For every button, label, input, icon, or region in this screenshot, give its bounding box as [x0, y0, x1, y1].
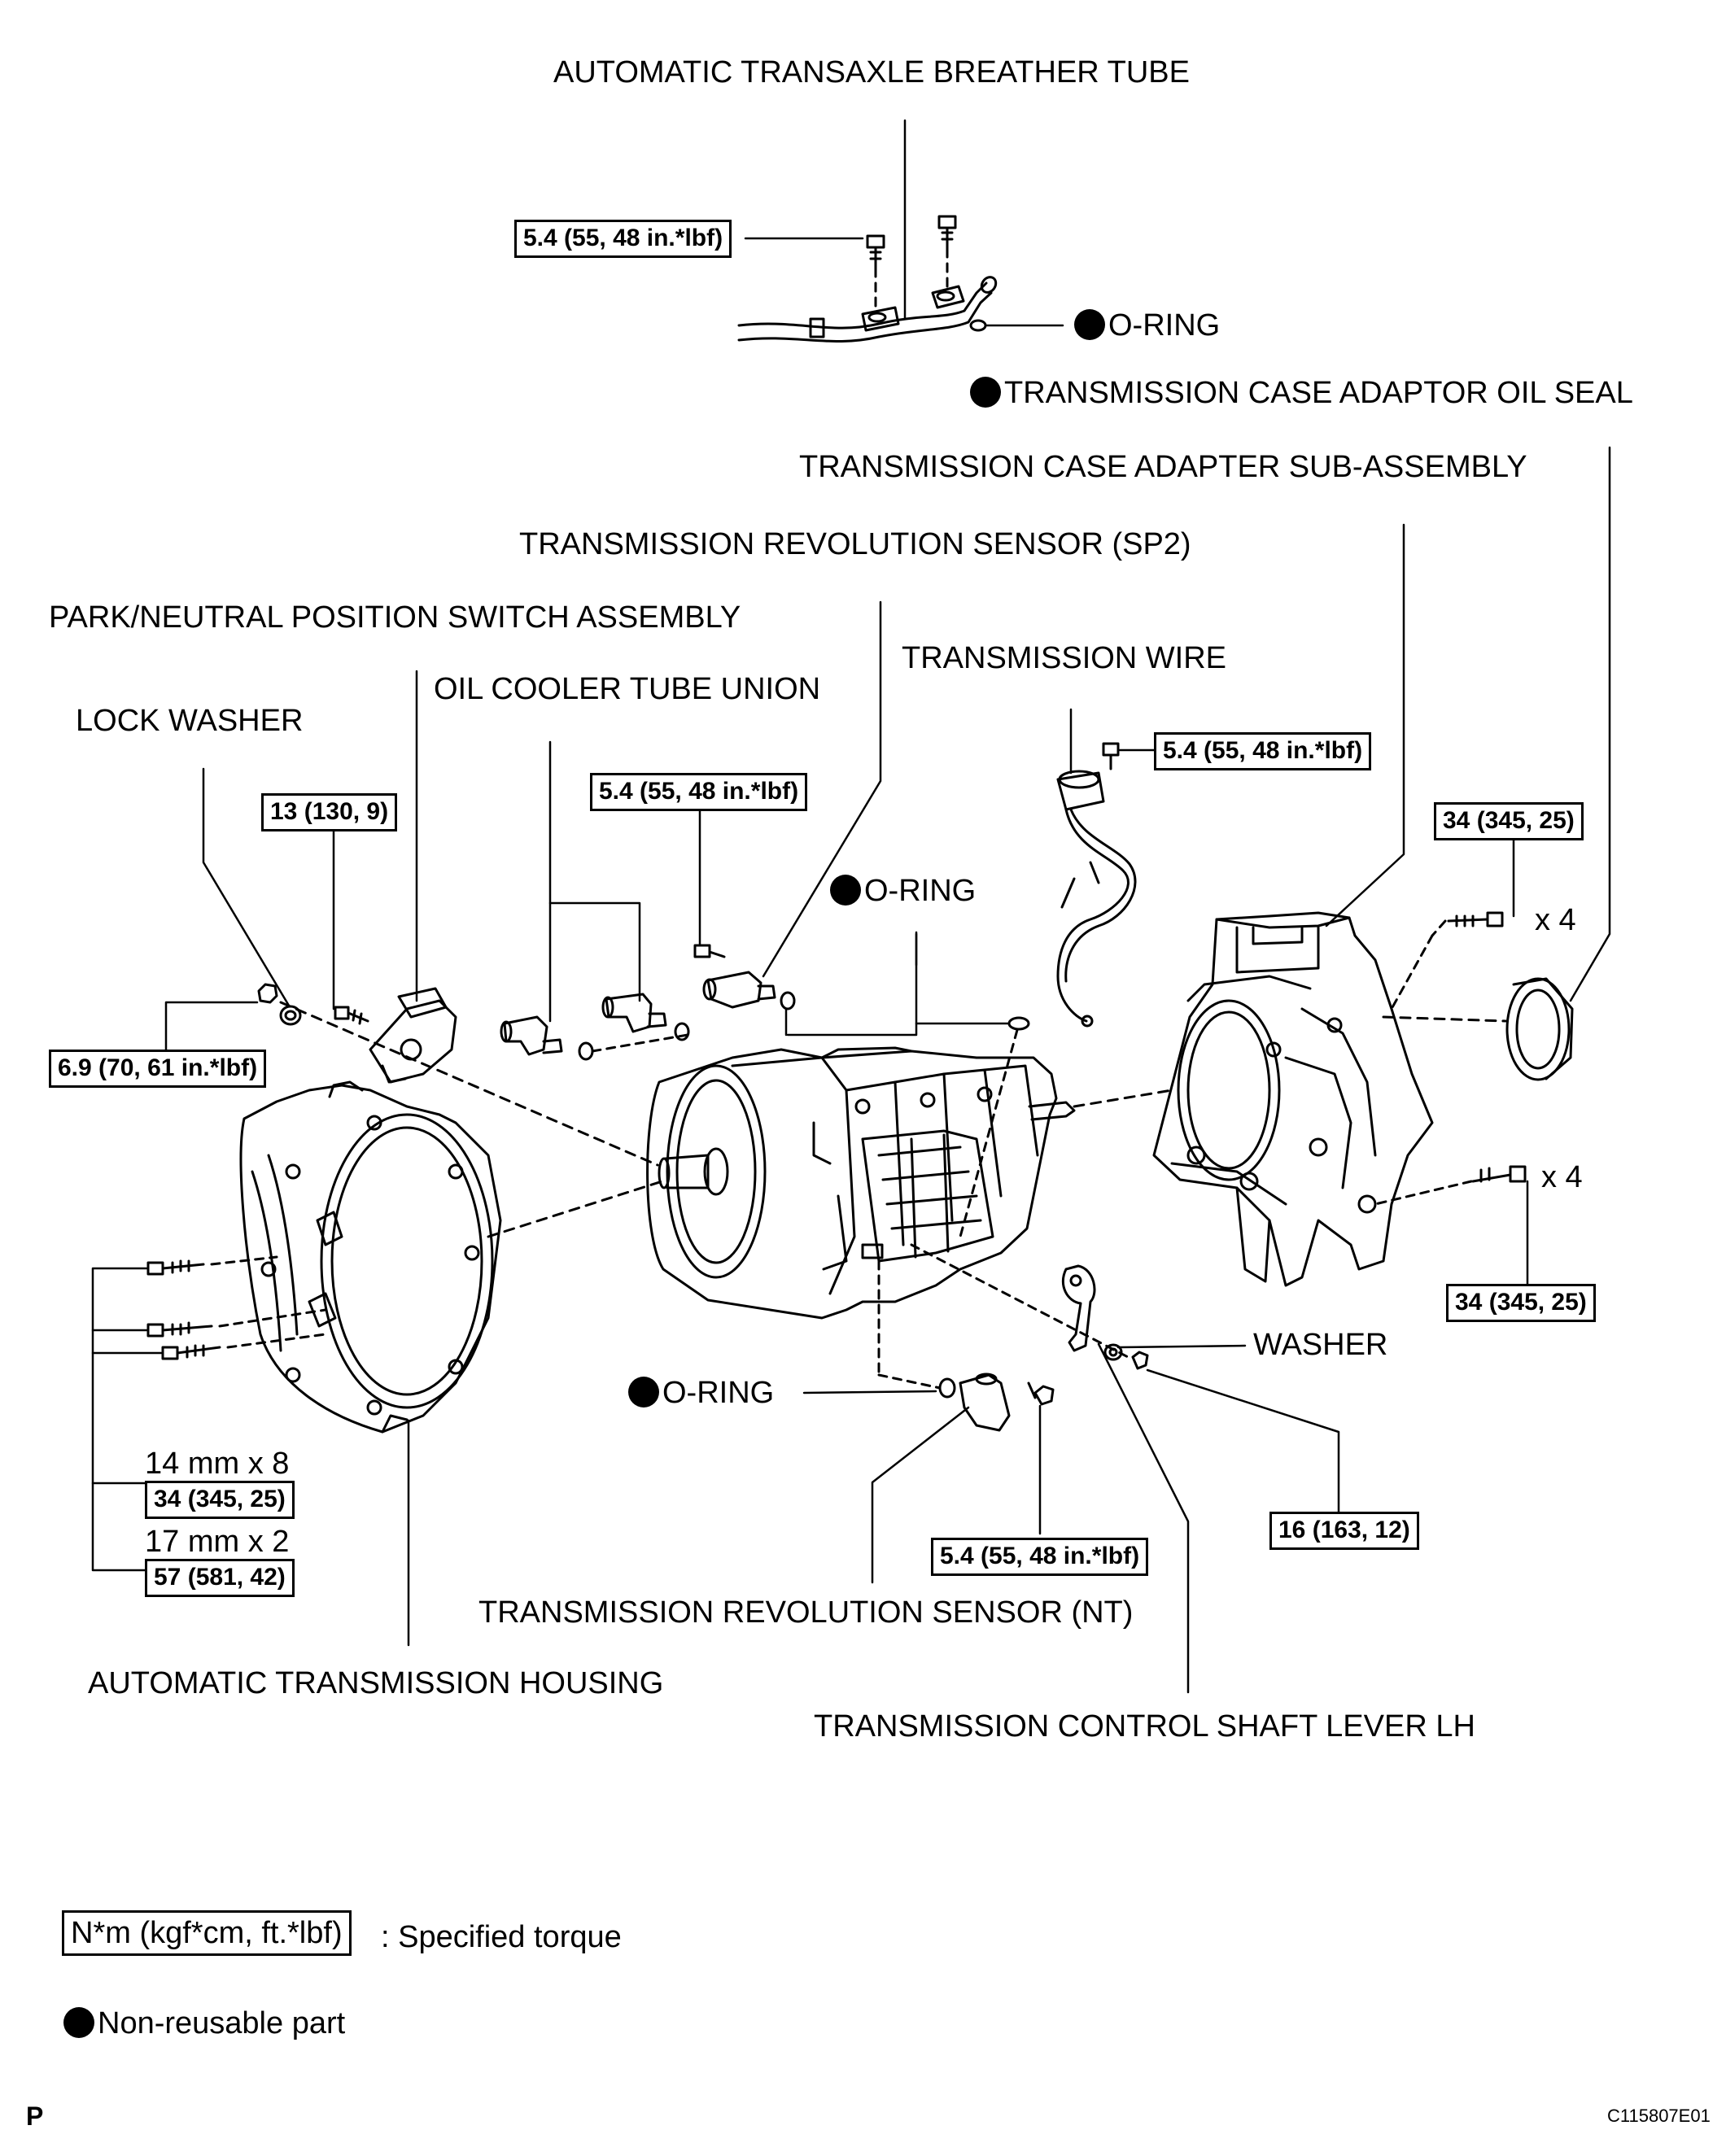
nt-sensor-shape: [959, 1373, 1011, 1432]
label-pn-switch: PARK/NEUTRAL POSITION SWITCH ASSEMBLY: [49, 600, 741, 635]
torque-sp2-bolt: 5.4 (55, 48 in.*lbf): [590, 773, 808, 811]
torque-pn-bolt: 13 (130, 9): [261, 793, 398, 831]
pn-bolt: [334, 1006, 369, 1025]
lever-axis: [910, 1243, 1133, 1360]
label-transmission-wire: TRANSMISSION WIRE: [902, 641, 1227, 675]
label-lock-washer: LOCK WASHER: [76, 704, 304, 738]
label-washer: WASHER: [1253, 1328, 1388, 1362]
leader-lines: [91, 119, 1611, 1694]
label-oil-cooler-union: OIL COOLER TUBE UNION: [434, 672, 821, 706]
figure-code: C115807E01: [1607, 2106, 1711, 2126]
sp2-bolt: [693, 944, 726, 958]
breather-oring-shape: [969, 319, 987, 332]
wire-axis: [959, 1028, 1019, 1238]
torque-nt-bolt: 5.4 (55, 48 in.*lbf): [931, 1538, 1149, 1576]
seal-axis: [1382, 1015, 1507, 1023]
legend-nonreusable-text: Non-reusable part: [98, 2006, 346, 2040]
breather-tube: [737, 276, 998, 343]
torque-lever-nut: 16 (163, 12): [1269, 1512, 1419, 1550]
pn-axis: [279, 1001, 659, 1167]
oil-cooler-union-2: [601, 993, 667, 1033]
nonreusable-dot-icon: [628, 1377, 659, 1408]
torque-wire-bolt: 5.4 (55, 48 in.*lbf): [1154, 732, 1372, 770]
label-revolution-sensor-sp2: TRANSMISSION REVOLUTION SENSOR (SP2): [519, 527, 1191, 561]
sp2-sensor-shape: [702, 971, 776, 1009]
label-breather-oring: O-RING: [1074, 309, 1220, 341]
oil-cooler-oring-1: [578, 1041, 594, 1061]
oil-seal-shape: [1505, 977, 1574, 1081]
torque-lock-nut: 6.9 (70, 61 in.*lbf): [49, 1050, 267, 1088]
pn-switch-shape: [369, 987, 457, 1084]
oil-cooler-oring-2: [674, 1022, 690, 1041]
transmission-body: [646, 1046, 1076, 1320]
sp2-oring-shape: [780, 991, 796, 1010]
legend-torque-box: N*m (kgf*cm, ft.*lbf): [62, 1910, 352, 1956]
label-transmission-housing: AUTOMATIC TRANSMISSION HOUSING: [88, 1666, 664, 1700]
oil-cooler-axis: [591, 1033, 689, 1053]
label-nt-oring: O-RING: [628, 1377, 774, 1408]
main-axis-left: [487, 1178, 669, 1238]
control-lever-shape: [1061, 1264, 1149, 1370]
nt-bolt: [1027, 1381, 1055, 1406]
nonreusable-dot-icon: [830, 875, 861, 906]
nonreusable-dot-icon: [970, 377, 1001, 408]
label-x4-top: x 4: [1535, 903, 1576, 937]
torque-adapter-top: 34 (345, 25): [1434, 802, 1584, 840]
torque-housing-17mm: 57 (581, 42): [145, 1559, 295, 1597]
main-axis-right: [1073, 1089, 1173, 1108]
nt-axis-2: [877, 1373, 942, 1390]
label-middle-oring: O-RING: [830, 875, 976, 906]
wire-bolt: [1102, 742, 1120, 770]
label-breather-tube: AUTOMATIC TRANSAXLE BREATHER TUBE: [553, 55, 1190, 89]
adapter-bolts-top: [1390, 911, 1504, 1010]
legend-torque-desc: : Specified torque: [381, 1920, 622, 1954]
label-bolt-14mm: 14 mm x 8: [145, 1447, 290, 1481]
label-case-adapter-sub-assembly: TRANSMISSION CASE ADAPTER SUB-ASSEMBLY: [799, 450, 1527, 484]
label-x4-bottom: x 4: [1541, 1160, 1583, 1194]
case-adapter-shape: [1152, 911, 1434, 1287]
page-letter: P: [26, 2101, 44, 2131]
oil-cooler-union-1: [500, 1015, 563, 1056]
housing-bolts: [146, 1255, 327, 1360]
transmission-wire-shape: [1056, 770, 1137, 1028]
label-nt-oring-text: O-RING: [662, 1376, 775, 1410]
label-breather-oring-text: O-RING: [1108, 308, 1221, 343]
label-control-shaft-lever: TRANSMISSION CONTROL SHAFT LEVER LH: [814, 1709, 1475, 1744]
label-bolt-17mm: 17 mm x 2: [145, 1525, 290, 1559]
adapter-bolts-bottom: [1374, 1165, 1527, 1206]
nonreusable-dot-icon: [63, 2007, 94, 2038]
wire-oring-shape: [1007, 1016, 1030, 1031]
torque-adapter-bottom: 34 (345, 25): [1446, 1284, 1596, 1322]
nonreusable-dot-icon: [1074, 309, 1105, 340]
label-revolution-sensor-nt: TRANSMISSION REVOLUTION SENSOR (NT): [478, 1595, 1134, 1630]
housing-shape: [239, 1080, 502, 1434]
breather-bolts: [866, 215, 957, 315]
label-middle-oring-text: O-RING: [864, 874, 977, 908]
legend-nonreusable: Non-reusable part: [63, 2007, 345, 2039]
torque-breather: 5.4 (55, 48 in.*lbf): [514, 220, 732, 258]
input-shaft: [658, 1147, 729, 1196]
label-case-adaptor-oil-seal-text: TRANSMISSION CASE ADAPTOR OIL SEAL: [1004, 376, 1633, 410]
label-case-adaptor-oil-seal: TRANSMISSION CASE ADAPTOR OIL SEAL: [970, 377, 1633, 408]
torque-housing-14mm: 34 (345, 25): [145, 1481, 295, 1519]
nt-oring-shape: [938, 1377, 956, 1399]
